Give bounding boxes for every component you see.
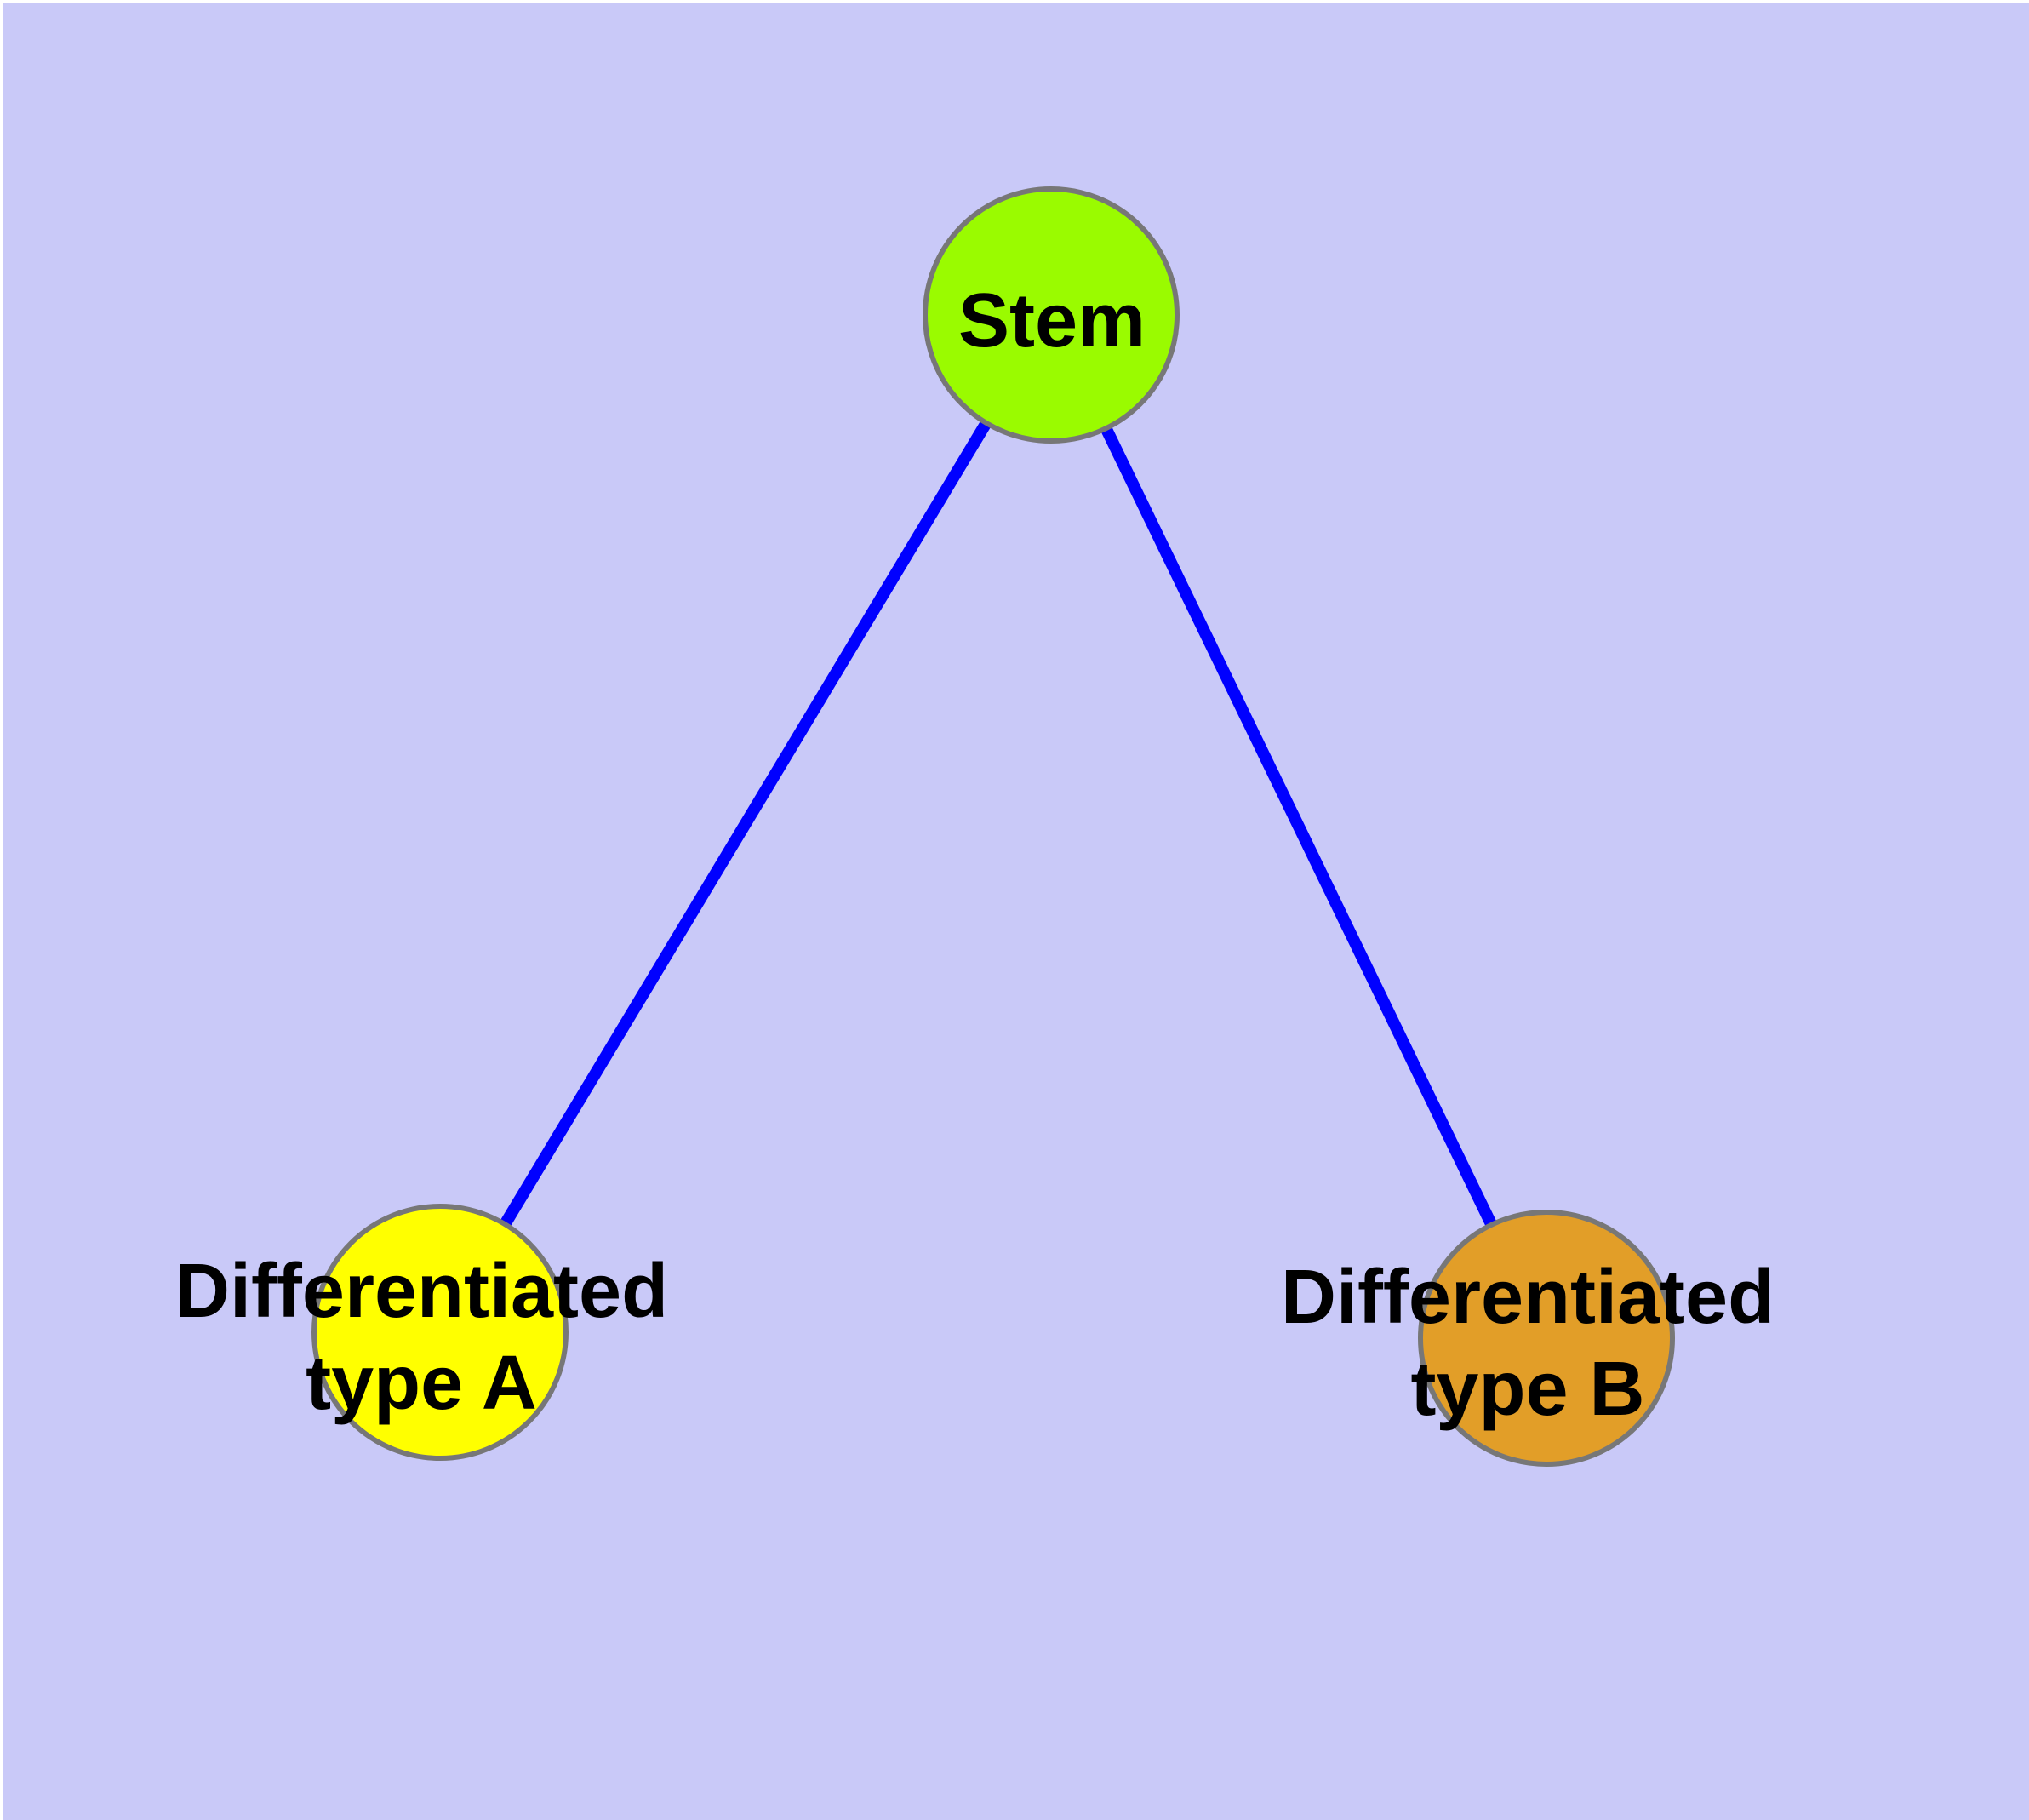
node-stem <box>923 186 1180 444</box>
node-differentiated-type-b <box>1418 1210 1675 1467</box>
node-stem-label: Stem <box>957 278 1146 363</box>
edge-stem-to-differentiated-type-a <box>434 312 1057 1336</box>
node-differentiated-type-a-label: Differentiated type A <box>174 1249 669 1426</box>
node-differentiated-type-b-label: Differentiated type B <box>1280 1255 1775 1432</box>
edge-stem-to-differentiated-type-b <box>1045 312 1552 1342</box>
node-differentiated-type-a <box>311 1204 569 1461</box>
